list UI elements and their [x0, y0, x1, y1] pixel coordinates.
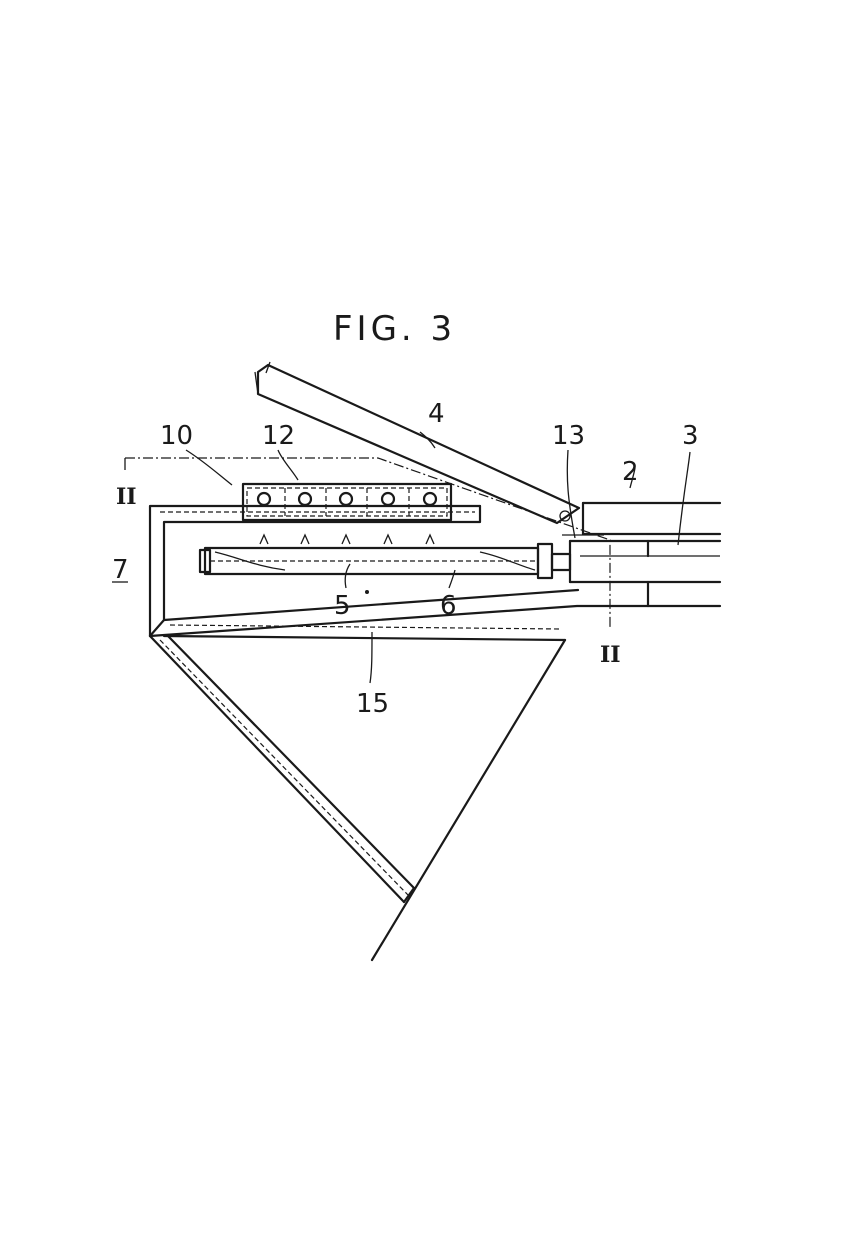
conveyor-parts-2-3-13: [562, 503, 720, 606]
heater-bulb-2: [299, 493, 311, 505]
center-dot: [365, 590, 369, 594]
roller-parts-5-6: [200, 544, 570, 578]
lid-part-4: [255, 362, 579, 523]
label-7: 7: [112, 555, 129, 585]
chamber-frame-part-7: [150, 506, 720, 636]
heater-housing-part-12: [243, 484, 451, 520]
label-4: 4: [428, 399, 445, 429]
label-6: 6: [440, 591, 457, 621]
section-label-right: II: [600, 642, 621, 668]
hopper-funnel: [150, 625, 565, 960]
label-15: 15: [356, 689, 389, 719]
label-5: 5: [334, 591, 351, 621]
label-2: 2: [622, 457, 639, 487]
label-10: 10: [160, 421, 193, 451]
heater-bulb-4: [382, 493, 394, 505]
heater-bulb-1: [258, 493, 270, 505]
figure-title: FIG. 3: [333, 309, 456, 349]
label-3: 3: [682, 421, 699, 451]
section-label-left: II: [116, 484, 137, 510]
label-13: 13: [552, 421, 585, 451]
heat-rays: [260, 535, 434, 544]
heater-bulb-3: [340, 493, 352, 505]
heater-bulb-5: [424, 493, 436, 505]
label-12: 12: [262, 421, 295, 451]
